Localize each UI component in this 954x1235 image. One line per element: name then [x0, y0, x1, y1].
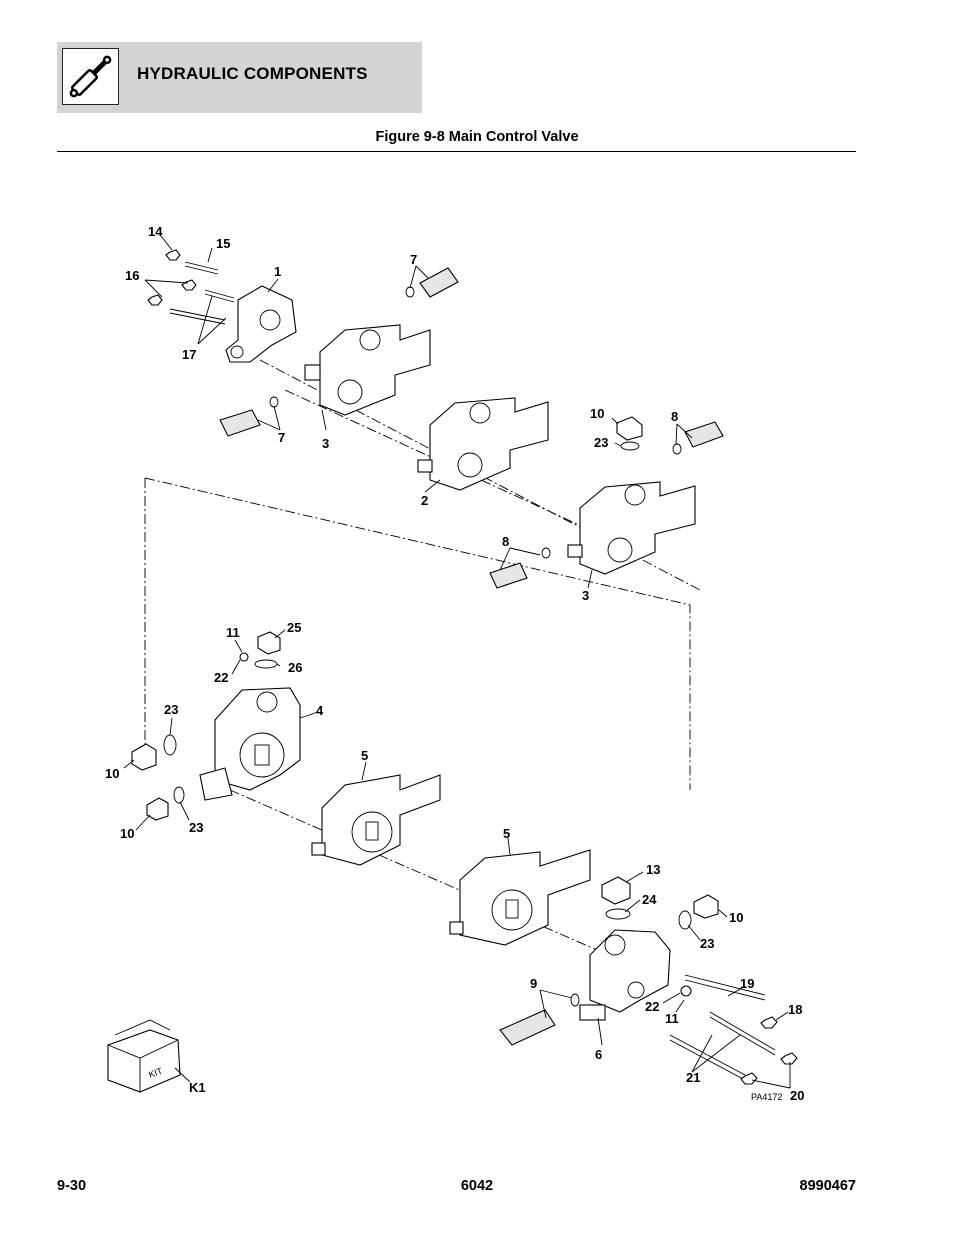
callout-24: 24	[642, 892, 657, 907]
relief-cartridge-7-lower	[219, 396, 279, 437]
callout-8-lower: 8	[502, 534, 509, 549]
callout-3-upper: 3	[322, 436, 329, 451]
drawing-id: PA4172	[751, 1092, 782, 1102]
inlet-cover-part-1	[225, 285, 297, 363]
callout-1: 1	[274, 264, 281, 279]
callout-23-left-upper: 23	[164, 702, 178, 717]
plug-10-left-upper	[131, 734, 177, 771]
callout-11-upper: 11	[226, 625, 240, 640]
callout-6: 6	[595, 1047, 602, 1062]
callout-20: 20	[790, 1088, 804, 1103]
callout-5-upper: 5	[361, 748, 368, 763]
callouts: 14 15 16 1 17 7 7 3 2 10 8 23 8 3 11 25 …	[105, 224, 804, 1103]
hydraulic-cylinder-icon	[62, 48, 119, 105]
callout-K1: K1	[189, 1080, 206, 1095]
figure-title: Figure 9-8 Main Control Valve	[375, 129, 579, 145]
callout-26: 26	[288, 660, 302, 675]
callout-23-right: 23	[700, 936, 714, 951]
callout-25: 25	[287, 620, 301, 635]
valve-section-2	[417, 397, 549, 491]
kit-box-icon: KIT	[107, 1019, 181, 1093]
callout-7-upper: 7	[410, 252, 417, 267]
callout-23-left-lower: 23	[189, 820, 203, 835]
callout-4: 4	[316, 703, 324, 718]
manual-number: 8990467	[799, 1178, 856, 1194]
callout-15: 15	[216, 236, 230, 251]
valve-section-5-upper	[311, 774, 441, 866]
relief-cartridge-8-upper	[672, 421, 724, 455]
relief-cartridge-7-upper	[405, 267, 459, 298]
callout-10-left-lower: 10	[120, 826, 134, 841]
header-rule	[57, 151, 856, 152]
tie-rod-studs	[147, 249, 235, 325]
callout-8-upper: 8	[671, 409, 678, 424]
callout-10-left-upper: 10	[105, 766, 119, 781]
callout-19: 19	[740, 976, 754, 991]
section-title: HYDRAULIC COMPONENTS	[137, 64, 368, 83]
callout-3-lower: 3	[582, 588, 589, 603]
leader-lines	[123, 235, 791, 1089]
relief-cartridge-8-lower	[489, 547, 551, 589]
end-section-part-4	[199, 687, 301, 801]
callout-16: 16	[125, 268, 139, 283]
callout-23-upper: 23	[594, 435, 608, 450]
callout-13: 13	[646, 862, 660, 877]
valve-section-5-lower	[449, 849, 591, 946]
plug-10-right	[678, 894, 719, 930]
plug-10-upper	[616, 416, 643, 451]
valve-section-3-upper	[304, 324, 431, 416]
page-number: 9-30	[57, 1178, 87, 1194]
plug-10-left-lower	[146, 786, 185, 821]
callout-22-upper: 22	[214, 670, 228, 685]
callout-22-lower: 22	[645, 999, 659, 1014]
assembly-centerlines	[144, 359, 701, 961]
callout-11-lower: 11	[665, 1011, 679, 1026]
outlet-section-part-6	[579, 929, 671, 1021]
cartridge-9	[499, 993, 580, 1046]
callout-2: 2	[421, 493, 428, 508]
model-number: 6042	[460, 1178, 494, 1194]
callout-9: 9	[530, 976, 537, 991]
kit-label: KIT	[147, 1066, 164, 1080]
callout-10-right: 10	[729, 910, 743, 925]
callout-14: 14	[148, 224, 163, 239]
callout-18: 18	[788, 1002, 802, 1017]
callout-5-lower: 5	[503, 826, 510, 841]
callout-10-upper: 10	[590, 406, 604, 421]
callout-7-lower: 7	[278, 430, 285, 445]
callout-21: 21	[686, 1070, 700, 1085]
valve-section-3-lower	[567, 481, 696, 575]
callout-17: 17	[182, 347, 196, 362]
tie-rods-19-21	[669, 974, 798, 1085]
plug-13-and-seal-24	[601, 876, 631, 920]
plug-25-and-seal	[239, 631, 281, 669]
